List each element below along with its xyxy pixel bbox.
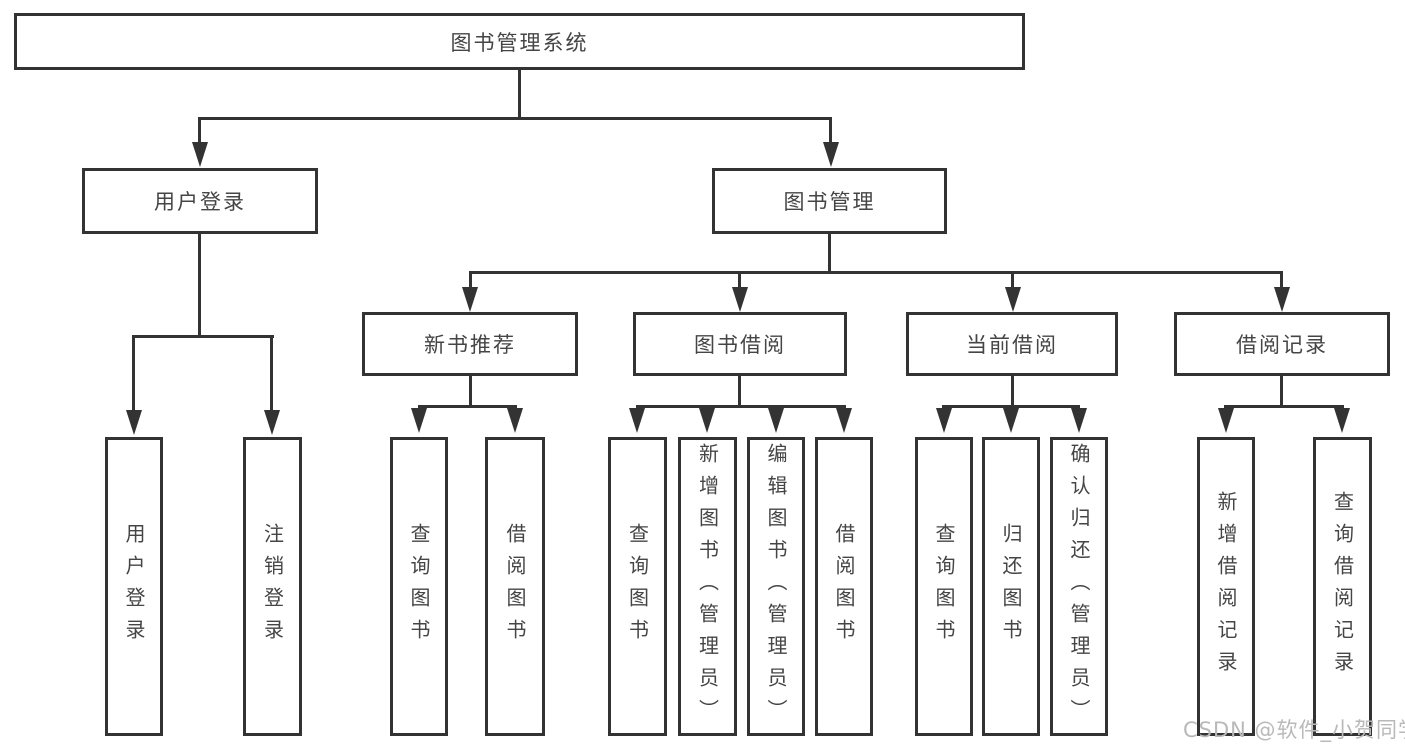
leaf-query-books-2-label: 查询图书 <box>625 522 650 651</box>
arrowhead-down-icon <box>836 408 852 433</box>
node-user-login-label: 用户登录 <box>154 190 246 214</box>
node-user-login: 用户登录 <box>82 168 318 234</box>
arrowhead-down-icon <box>192 142 208 167</box>
arrowhead-down-icon <box>1274 287 1290 312</box>
connector-book-borrow-bar <box>636 405 846 408</box>
node-book-management-label: 图书管理 <box>783 190 876 214</box>
arrowhead-down-icon <box>507 408 523 433</box>
leaf-query-books-1-label: 查询图书 <box>407 522 431 651</box>
leaf-query-books-3: 查询图书 <box>915 437 973 736</box>
connector-drop-book-borrow <box>738 271 741 289</box>
connector-root-stem <box>518 70 521 118</box>
node-root: 图书管理系统 <box>14 13 1025 70</box>
connector-branch <box>132 335 135 412</box>
leaf-edit-books-admin-label: 编辑图书（管理员） <box>764 442 788 731</box>
leaf-add-books-admin-label: 新增图书（管理员） <box>695 442 720 731</box>
csdn-watermark: CSDN @软件_小贺同学 <box>1183 718 1405 742</box>
leaf-query-borrow-record: 查询借阅记录 <box>1313 437 1372 736</box>
arrowhead-down-icon <box>264 410 280 435</box>
connector-book-mgmt-stem <box>828 233 831 273</box>
arrowhead-down-icon <box>823 142 839 167</box>
connector-drop-new-book <box>469 271 472 289</box>
connector-drop-borrow-records <box>1280 271 1283 289</box>
arrowhead-down-icon <box>126 410 142 435</box>
node-book-borrowing-label: 图书借阅 <box>694 333 786 357</box>
arrowhead-down-icon <box>768 408 784 433</box>
leaf-return-books: 归还图书 <box>982 437 1040 736</box>
connector-user-login-bar <box>132 335 274 338</box>
leaf-logout: 注销登录 <box>243 437 302 736</box>
arrowhead-down-icon <box>936 408 952 433</box>
connector-drop-book-mgmt <box>829 117 832 144</box>
node-new-book-recommend-label: 新书推荐 <box>424 333 516 357</box>
arrowhead-down-icon <box>1334 408 1350 433</box>
arrowhead-down-icon <box>1003 408 1019 433</box>
connector-book-borrow-stem <box>738 376 741 407</box>
connector-drop-user-login <box>198 117 201 144</box>
leaf-query-books-3-label: 查询图书 <box>932 522 956 651</box>
leaf-borrow-books-1-label: 借阅图书 <box>503 522 527 651</box>
connector-borrow-records-bar <box>1224 405 1344 408</box>
leaf-borrow-books-2: 借阅图书 <box>815 437 873 736</box>
connector-drop-current-borrow <box>1011 271 1014 289</box>
leaf-query-books-2: 查询图书 <box>608 437 667 736</box>
leaf-user-login: 用户登录 <box>105 437 163 736</box>
leaf-add-books-admin: 新增图书（管理员） <box>678 437 737 736</box>
arrowhead-down-icon <box>411 408 427 433</box>
arrowhead-down-icon <box>732 287 748 312</box>
connector-new-book-stem <box>469 376 472 407</box>
node-borrowing-records: 借阅记录 <box>1174 312 1390 376</box>
arrowhead-down-icon <box>629 408 645 433</box>
leaf-add-borrow-record: 新增借阅记录 <box>1197 437 1255 736</box>
arrowhead-down-icon <box>1071 408 1087 433</box>
arrowhead-down-icon <box>1005 287 1021 312</box>
leaf-logout-label: 注销登录 <box>260 522 285 651</box>
leaf-borrow-books-2-label: 借阅图书 <box>832 522 856 651</box>
leaf-confirm-return-admin: 确认归还（管理员） <box>1050 437 1108 736</box>
node-current-borrowing: 当前借阅 <box>906 312 1118 376</box>
leaf-confirm-return-admin-label: 确认归还（管理员） <box>1067 442 1091 731</box>
node-borrowing-records-label: 借阅记录 <box>1236 333 1328 357</box>
leaf-edit-books-admin: 编辑图书（管理员） <box>747 437 805 736</box>
arrowhead-down-icon <box>699 408 715 433</box>
connector-borrow-records-stem <box>1280 376 1283 407</box>
leaf-add-borrow-record-label: 新增借阅记录 <box>1214 490 1238 683</box>
connector-current-borrow-stem <box>1011 376 1014 407</box>
node-book-management: 图书管理 <box>712 168 947 234</box>
connector-current-borrow-bar <box>942 405 1080 408</box>
leaf-borrow-books-1: 借阅图书 <box>485 437 545 736</box>
leaf-return-books-label: 归还图书 <box>999 522 1023 651</box>
node-current-borrowing-label: 当前借阅 <box>966 333 1058 357</box>
leaf-query-books-1: 查询图书 <box>390 437 448 736</box>
node-root-label: 图书管理系统 <box>450 30 589 55</box>
leaf-user-login-label: 用户登录 <box>122 522 146 651</box>
connector-branch <box>270 335 273 412</box>
connector-level3-bar <box>469 271 1283 274</box>
connector-user-login-stem <box>198 234 201 337</box>
connector-level2-bar <box>198 117 832 120</box>
node-new-book-recommend: 新书推荐 <box>362 312 578 376</box>
node-book-borrowing: 图书借阅 <box>633 312 847 376</box>
connector-new-book-bar <box>418 405 517 408</box>
leaf-query-borrow-record-label: 查询借阅记录 <box>1330 490 1355 683</box>
arrowhead-down-icon <box>1218 408 1234 433</box>
arrowhead-down-icon <box>462 287 478 312</box>
